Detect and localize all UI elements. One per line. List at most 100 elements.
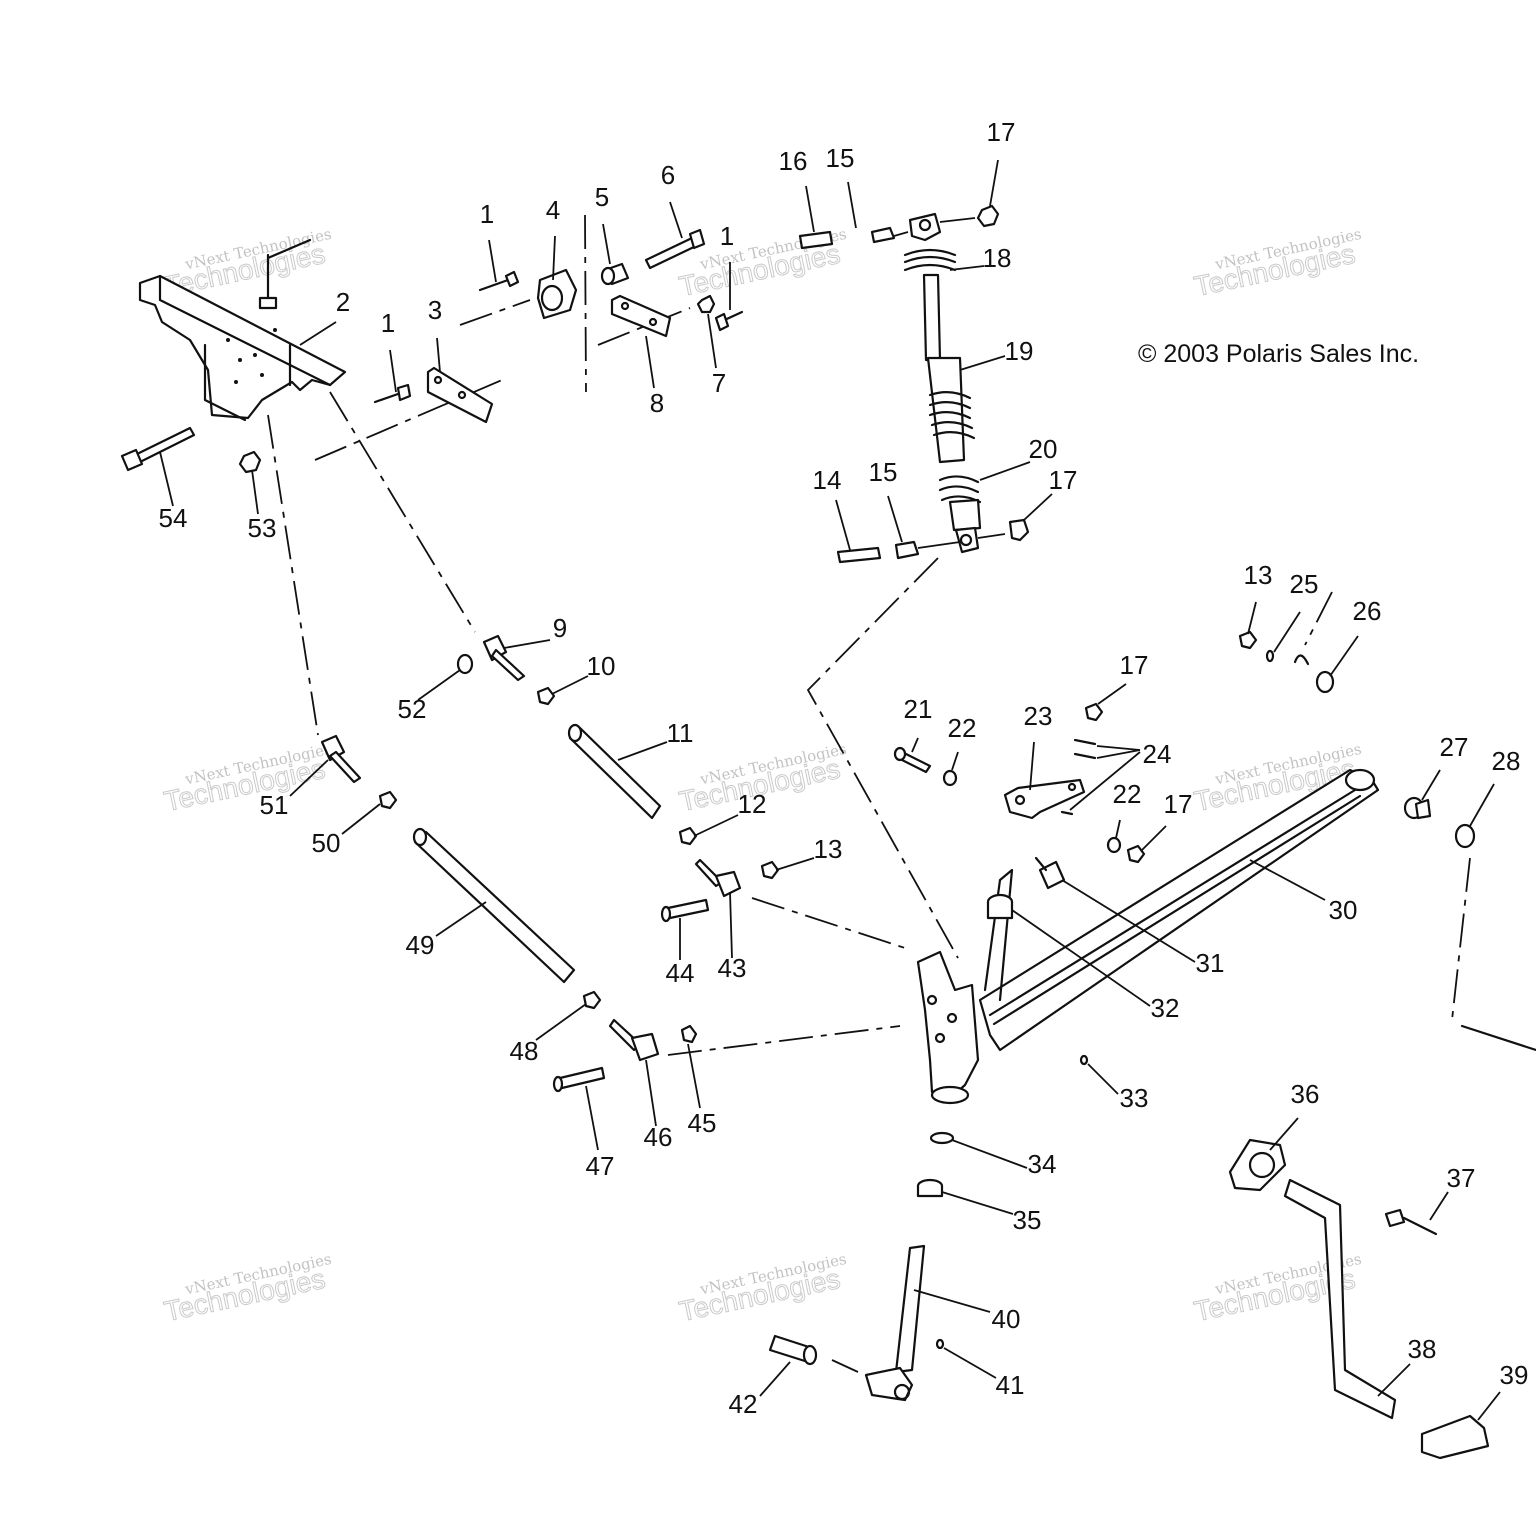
callout-c1a: 1 bbox=[480, 199, 494, 229]
callout-c42: 42 bbox=[729, 1389, 758, 1419]
leader-shock-top bbox=[893, 231, 909, 237]
callout-c11: 11 bbox=[667, 718, 694, 748]
bushing-part-35 bbox=[916, 1178, 944, 1198]
callout-c48: 48 bbox=[510, 1036, 539, 1066]
nut-part-13b bbox=[1238, 630, 1258, 650]
callout-c49: 49 bbox=[406, 930, 435, 960]
callout-c31: 31 bbox=[1196, 948, 1225, 978]
assembly-line-plate4 bbox=[459, 299, 531, 326]
grip-part-39 bbox=[1420, 1414, 1490, 1460]
washer-part-22a bbox=[942, 769, 958, 787]
callout-c36: 36 bbox=[1291, 1079, 1320, 1109]
bolt-part-1b bbox=[373, 383, 412, 404]
callout-c20: 20 bbox=[1029, 434, 1058, 464]
callout-c28: 28 bbox=[1492, 746, 1521, 776]
callout-c33: 33 bbox=[1120, 1083, 1149, 1113]
bolt-part-9 bbox=[482, 634, 526, 682]
callout-c1c: 1 bbox=[720, 221, 734, 251]
bolt-part-1a bbox=[478, 270, 520, 292]
callout-c35: 35 bbox=[1013, 1205, 1042, 1235]
callout-c44: 44 bbox=[666, 958, 695, 988]
callout-c51: 51 bbox=[260, 790, 289, 820]
callout-c12: 12 bbox=[738, 789, 767, 819]
callout-c39: 39 bbox=[1500, 1360, 1529, 1390]
leader-nut-bottom bbox=[977, 533, 1006, 539]
callout-c22b: 22 bbox=[1113, 779, 1142, 809]
ring-part-25b bbox=[1293, 654, 1310, 666]
callout-c43: 43 bbox=[718, 953, 747, 983]
ring-part-28 bbox=[1454, 823, 1476, 849]
nut-part-48 bbox=[582, 990, 602, 1010]
bracket-part-2 bbox=[138, 274, 347, 422]
pin-part-41 bbox=[935, 1338, 945, 1350]
clip-part-25 bbox=[1265, 649, 1275, 663]
bracket-part-36 bbox=[1228, 1138, 1287, 1192]
leader-nut-top bbox=[939, 217, 976, 223]
bolt-part-51 bbox=[320, 734, 362, 784]
bolt-part-21 bbox=[893, 746, 932, 774]
parts-layer bbox=[120, 204, 1536, 1460]
callout-c17b: 17 bbox=[1049, 465, 1078, 495]
callout-c16: 16 bbox=[779, 146, 808, 176]
assembly-line-bolt46-to-spindle bbox=[667, 1025, 901, 1056]
bolt-part-44 bbox=[660, 898, 710, 923]
assembly-line-bracket-to-bolt9 bbox=[329, 391, 476, 633]
callout-c46: 46 bbox=[644, 1122, 673, 1152]
steering-post-part-40 bbox=[864, 1244, 926, 1402]
callout-c27: 27 bbox=[1440, 732, 1469, 762]
pin-part-24b bbox=[1073, 752, 1097, 760]
callout-c41: 41 bbox=[996, 1370, 1025, 1400]
callout-c47: 47 bbox=[586, 1151, 615, 1181]
callout-c22a: 22 bbox=[948, 713, 977, 743]
arm-part-23 bbox=[1003, 778, 1086, 820]
callout-c19: 19 bbox=[1005, 336, 1034, 366]
callout-c17a: 17 bbox=[987, 117, 1016, 147]
bolt-part-46 bbox=[608, 1018, 660, 1062]
handle-part-38 bbox=[1283, 1178, 1397, 1420]
plate-part-3 bbox=[426, 366, 494, 424]
callout-c50: 50 bbox=[312, 828, 341, 858]
tube-part-11 bbox=[567, 723, 662, 820]
assembly-line-clip25 bbox=[1304, 591, 1333, 646]
assembly-line-shock-to-spindle bbox=[806, 557, 959, 959]
flange-part-4 bbox=[536, 268, 578, 320]
callout-c23: 23 bbox=[1024, 701, 1053, 731]
callout-c54: 54 bbox=[159, 503, 188, 533]
nut-part-45 bbox=[680, 1024, 698, 1044]
callout-c40: 40 bbox=[992, 1304, 1021, 1334]
callout-c53: 53 bbox=[248, 513, 277, 543]
callout-c10: 10 bbox=[587, 651, 616, 681]
assembly-line-plate8 bbox=[597, 307, 691, 346]
nut-part-17b bbox=[1008, 518, 1030, 542]
callout-c8: 8 bbox=[650, 388, 664, 418]
fitting-part-31 bbox=[1034, 856, 1066, 890]
pin-part-24a bbox=[1073, 738, 1097, 746]
sleeve-part-15a bbox=[870, 226, 896, 244]
assembly-line-bracket-to-bolt51 bbox=[267, 414, 319, 736]
watermark-top-right: vNext Technologies Technologies bbox=[1191, 225, 1363, 303]
plate-part-8 bbox=[610, 294, 672, 338]
watermark-bottom-center: vNext Technologies Technologies bbox=[676, 1250, 848, 1328]
nut-part-10 bbox=[536, 686, 556, 706]
callout-c21: 21 bbox=[904, 694, 933, 724]
callout-c3: 3 bbox=[428, 295, 442, 325]
nut-part-17c bbox=[1084, 702, 1104, 722]
leader-shock-bottom bbox=[917, 541, 961, 549]
ring-part-34 bbox=[929, 1131, 955, 1145]
shaft-partial-right bbox=[1460, 1024, 1536, 1052]
callout-c30: 30 bbox=[1329, 895, 1358, 925]
callout-c17d: 17 bbox=[1164, 789, 1193, 819]
callout-c38: 38 bbox=[1408, 1334, 1437, 1364]
bolt-part-43 bbox=[694, 858, 742, 898]
callout-c24: 24 bbox=[1143, 739, 1172, 769]
bolt-part-14 bbox=[836, 546, 882, 564]
callout-c2: 2 bbox=[336, 287, 350, 317]
assembly-line-vertical bbox=[584, 214, 587, 393]
washer-part-52 bbox=[456, 653, 474, 675]
watermark-mid-left: vNext Technologies Technologies bbox=[161, 740, 333, 818]
nut-part-13a bbox=[760, 860, 780, 880]
callout-c14: 14 bbox=[813, 465, 842, 495]
callout-c9: 9 bbox=[553, 613, 567, 643]
nut-part-53 bbox=[238, 450, 262, 474]
